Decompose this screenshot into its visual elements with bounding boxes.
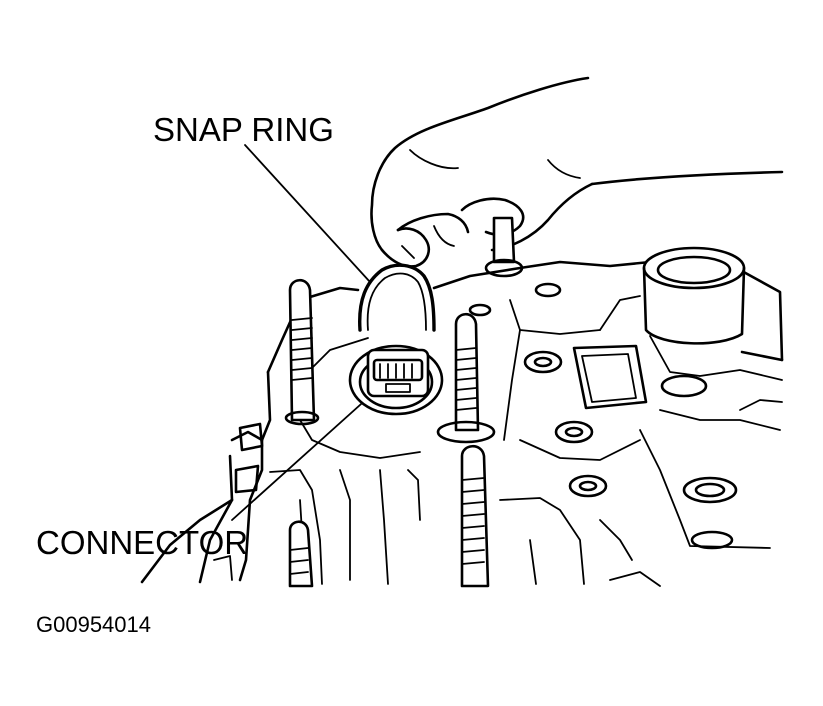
connector-label: CONNECTOR (36, 524, 249, 561)
leader-lines (231, 144, 371, 521)
snap-ring-leader (244, 144, 371, 283)
hand-drawing (370, 76, 784, 268)
figure-code: G00954014 (36, 612, 151, 637)
stud-bolts (284, 216, 524, 588)
valve-body-drawing (140, 216, 784, 588)
snap-ring-drawing (358, 263, 436, 332)
connector-leader (231, 395, 371, 521)
snap-ring-label: SNAP RING (153, 111, 334, 148)
